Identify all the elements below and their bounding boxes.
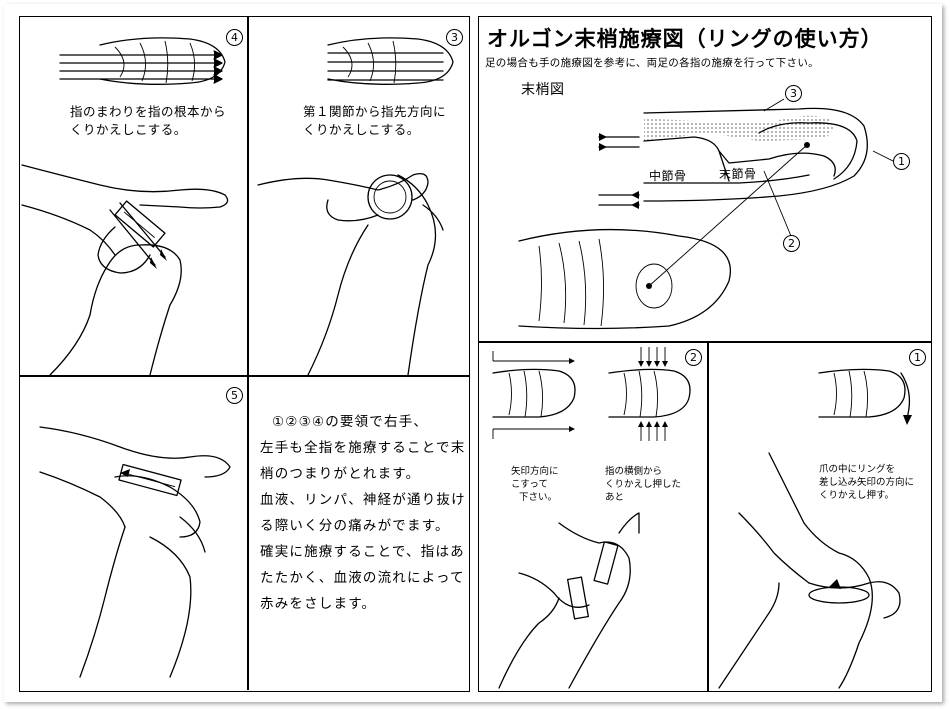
peripheral-diagram: 末梢図 xyxy=(479,71,931,341)
step3-cell: 3 第１関節から指先方向に くりかえしこする。 xyxy=(248,17,470,376)
stepR2-caption-a-line2: こすって xyxy=(511,479,548,490)
stepR1-caption-line3: くりかえし押す。 xyxy=(819,490,895,501)
step5-cell: 5 xyxy=(20,377,247,691)
diagram-heading: 末梢図 xyxy=(521,82,565,98)
step3-hand-illustration xyxy=(257,172,444,376)
right-panel: オルゴン末梢施療図（リングの使い方） 足の場合も手の施療図を参考に、両足の各指の… xyxy=(478,16,932,692)
stepR1-number: 1 xyxy=(909,349,926,366)
stepR1-caption-line2: 差し込み矢印の方向に xyxy=(819,477,915,488)
stepR2-caption-a-line3: 下さい。 xyxy=(519,492,558,503)
page-frame: 4 指のまわりを指の根本から くりかえしこする。 xyxy=(4,4,942,702)
diagram-label-middle-bone: 中節骨 xyxy=(649,169,687,183)
instructions-line2: 左手も全指を施療することで末 xyxy=(260,440,466,456)
diagram-marker-3: 3 xyxy=(785,85,802,102)
step4-caption-line1: 指のまわりを指の根本から xyxy=(70,104,227,119)
page-subtitle: 足の場合も手の施療図を参考に、両足の各指の施療を行って下さい。 xyxy=(485,57,819,69)
step5-number: 5 xyxy=(226,387,243,404)
stepR2-cell: 2 xyxy=(479,343,707,691)
left-horizontal-divider xyxy=(20,375,469,377)
diagram-cross-section xyxy=(518,98,894,330)
page-title: オルゴン末梢施療図（リングの使い方） xyxy=(487,27,883,51)
step3-caption-line1: 第１関節から指先方向に xyxy=(303,104,447,119)
instructions-line1: ①②③④の要領で右手、 xyxy=(272,414,429,430)
stepR2-number: 2 xyxy=(685,349,702,366)
left-vertical-divider xyxy=(247,17,249,690)
instructions-line7: たたかく、血液の流れによって xyxy=(260,570,465,586)
instructions-line8: 赤みをさします。 xyxy=(260,596,377,612)
left-panel: 4 指のまわりを指の根本から くりかえしこする。 xyxy=(19,16,470,692)
instructions-line5: る際いく分の痛みがでます。 xyxy=(260,518,450,534)
instructions-line3: 梢のつまりがとれます。 xyxy=(260,466,421,482)
step3-number: 3 xyxy=(446,29,463,46)
instructions-line4: 血液、リンパ、神経が通り抜け xyxy=(260,492,466,508)
diagram-marker-2: 2 xyxy=(783,235,800,252)
stepR2-caption-a-line1: 矢印方向に xyxy=(511,466,559,477)
step4-hand-illustration xyxy=(21,164,229,376)
instructions-line6: 確実に施療することで、指はあ xyxy=(260,544,465,560)
step4-number: 4 xyxy=(226,29,243,46)
step3-caption-line2: くりかえしこする。 xyxy=(303,122,420,137)
stepR1-illustration xyxy=(718,368,912,689)
stepR2-caption-b-line2: くりかえし押した xyxy=(605,479,682,490)
instructions-cell: ①②③④の要領で右手、 左手も全指を施療することで末 梢のつまりがとれます。 血… xyxy=(248,377,470,691)
stepR2-caption-b-line1: 指の横側から xyxy=(605,466,663,477)
step4-cell: 4 指のまわりを指の根本から くりかえしこする。 xyxy=(20,17,247,376)
stepR1-cell: 1 爪の中にリングを 差し込み矢印の方向に くりかえし押す。 xyxy=(709,343,931,691)
diagram-label-end-bone: 末節骨 xyxy=(719,167,757,181)
step5-hand-illustration xyxy=(39,426,231,678)
step4-finger-illustration xyxy=(59,37,226,85)
stepR1-caption-line1: 爪の中にリングを xyxy=(819,464,896,475)
step4-caption-line2: くりかえしこする。 xyxy=(70,122,187,137)
step3-finger-illustration xyxy=(327,37,454,85)
stepR2-illustrations xyxy=(492,347,691,689)
diagram-marker-1: 1 xyxy=(893,153,910,170)
right-horizontal-divider xyxy=(479,341,931,343)
right-vertical-divider xyxy=(707,341,709,691)
stepR2-caption-b-line3: あと xyxy=(605,492,625,503)
